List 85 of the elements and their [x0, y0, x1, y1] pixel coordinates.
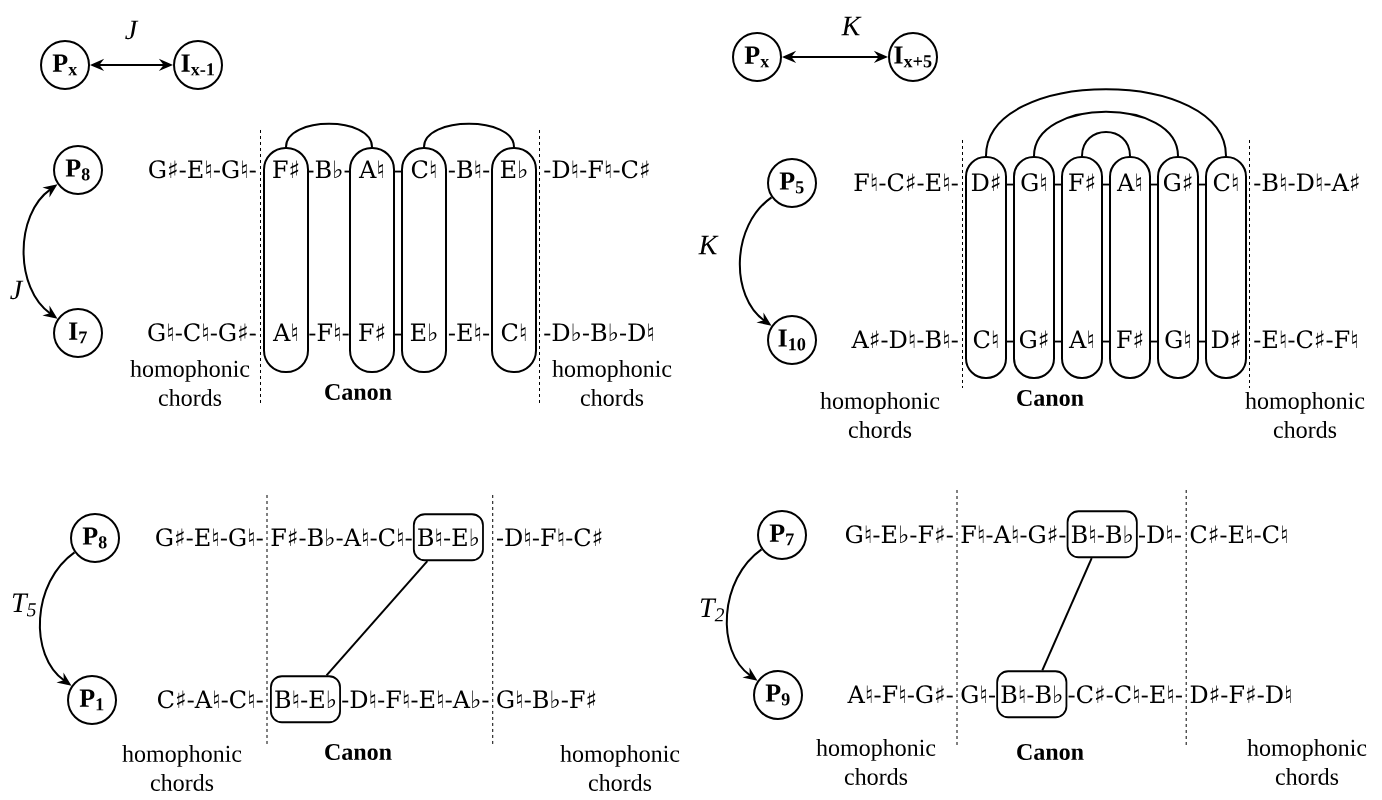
circle-node: I$_{x+5}$ — [888, 32, 938, 82]
note-capsule: F♯ A♮ — [1061, 156, 1103, 379]
note-box: B♮-E♭ — [270, 675, 341, 724]
note-text: -F♮- — [309, 323, 349, 341]
note-text: -B♮- — [448, 160, 490, 178]
section-label: Canon — [1017, 389, 1084, 407]
connector-arc — [1081, 131, 1131, 157]
note-text: - — [395, 333, 401, 336]
circle-node: I$_{10}$ — [767, 315, 817, 365]
circle-node: P$_{x}$ — [732, 32, 782, 82]
note-capsule: A♮ F♯ — [1109, 156, 1151, 379]
circle-node: P$_{5}$ — [767, 158, 817, 208]
note-text: - — [1055, 340, 1061, 343]
connector-arc — [285, 122, 373, 148]
connector-line — [1041, 557, 1093, 672]
note-text: G♮-E♭-F♯- — [845, 525, 953, 544]
arrow — [39, 551, 76, 686]
note-text: -E♮-C♯-F♮ — [1254, 330, 1357, 349]
note-capsule: F♯ A♮ — [263, 147, 309, 373]
note-text: A♯-D♮-B♮- — [851, 330, 958, 348]
note-text: -B♭- — [307, 160, 351, 179]
section-label: Canon — [325, 743, 392, 761]
edge-label: J — [125, 20, 139, 40]
note-capsule: C♮ E♭ — [401, 147, 447, 373]
section-label: homophonic chords — [122, 745, 242, 791]
note-text: - — [1055, 183, 1061, 186]
connector-arc — [985, 88, 1227, 157]
arrow — [738, 196, 773, 326]
edge-label: J — [10, 280, 24, 300]
note-text: -E♮- — [448, 323, 490, 341]
note-text: C♯-A♮-C♮- — [158, 690, 263, 709]
section-label: homophonic chords — [130, 360, 250, 406]
arrow — [725, 548, 763, 681]
section-label: homophonic chords — [560, 745, 680, 791]
note-text: - — [1199, 183, 1205, 186]
note-text: G♮-C♮-G♯- — [148, 323, 256, 342]
note-text: - — [1007, 183, 1013, 186]
note-box: B♮-B♭ — [996, 670, 1068, 719]
edge-label: T$_{2}$ — [700, 598, 724, 622]
note-text: - — [1103, 183, 1109, 186]
note-text: A♮-F♮-G♯- — [847, 685, 953, 704]
note-capsule: E♭ C♮ — [491, 147, 537, 373]
note-capsule: C♮ D♯ — [1205, 156, 1247, 379]
note-capsule: G♮ G♯ — [1013, 156, 1055, 379]
section-label: homophonic chords — [1245, 392, 1365, 438]
edge-label: T$_{5}$ — [12, 593, 36, 617]
section-label: homophonic chords — [816, 739, 936, 785]
note-capsule: D♯ C♮ — [965, 156, 1007, 379]
section-label: homophonic chords — [1247, 739, 1367, 785]
circle-node: P$_{x}$ — [40, 40, 90, 90]
connector-line — [325, 560, 429, 677]
note-text: - — [1199, 340, 1205, 343]
circle-node: P$_{7}$ — [757, 510, 807, 560]
note-text: - — [395, 170, 401, 173]
circle-node: I$_{x-1}$ — [173, 40, 223, 90]
section-label: Canon — [325, 383, 392, 401]
note-capsule: A♮ F♯ — [349, 147, 395, 373]
circle-node: I$_{7}$ — [53, 308, 103, 358]
circle-node: P$_{8}$ — [53, 145, 103, 195]
section-label: Canon — [1017, 743, 1084, 761]
connector-arc — [423, 122, 515, 148]
connector-arc — [1033, 110, 1179, 157]
circle-node: P$_{9}$ — [753, 670, 803, 720]
note-text: - — [1151, 340, 1157, 343]
section-label: homophonic chords — [820, 392, 940, 438]
section-label: homophonic chords — [552, 360, 672, 406]
edge-label: K — [698, 235, 719, 255]
note-text: G♮-B♭-F♯ — [497, 690, 596, 709]
note-text: -B♮-D♮-A♯ — [1254, 173, 1359, 191]
note-text: F♮-C♯-E♮- — [854, 173, 958, 192]
note-box: B♮-B♭ — [1066, 510, 1138, 559]
note-text: G♯-E♮-G♮- — [156, 528, 263, 547]
note-box: B♮-E♭ — [412, 513, 484, 562]
note-capsule: G♯ G♮ — [1157, 156, 1199, 379]
note-text: -D♮-F♮-E♮-A♭- — [342, 690, 489, 709]
note-text: - — [1151, 183, 1157, 186]
note-text: - — [1007, 340, 1013, 343]
note-text: C♯-E♮-C♮ — [1190, 525, 1287, 544]
note-text: F♯-B♭-A♮-C♮- — [271, 528, 412, 547]
note-text: G♯-E♮-G♮- — [149, 160, 256, 179]
circle-node: P$_{8}$ — [70, 513, 120, 563]
edge-label: K — [841, 16, 862, 36]
note-text: - — [1103, 340, 1109, 343]
note-text: D♯-F♯-D♮ — [1190, 685, 1291, 703]
circle-node: P$_{1}$ — [67, 675, 117, 725]
